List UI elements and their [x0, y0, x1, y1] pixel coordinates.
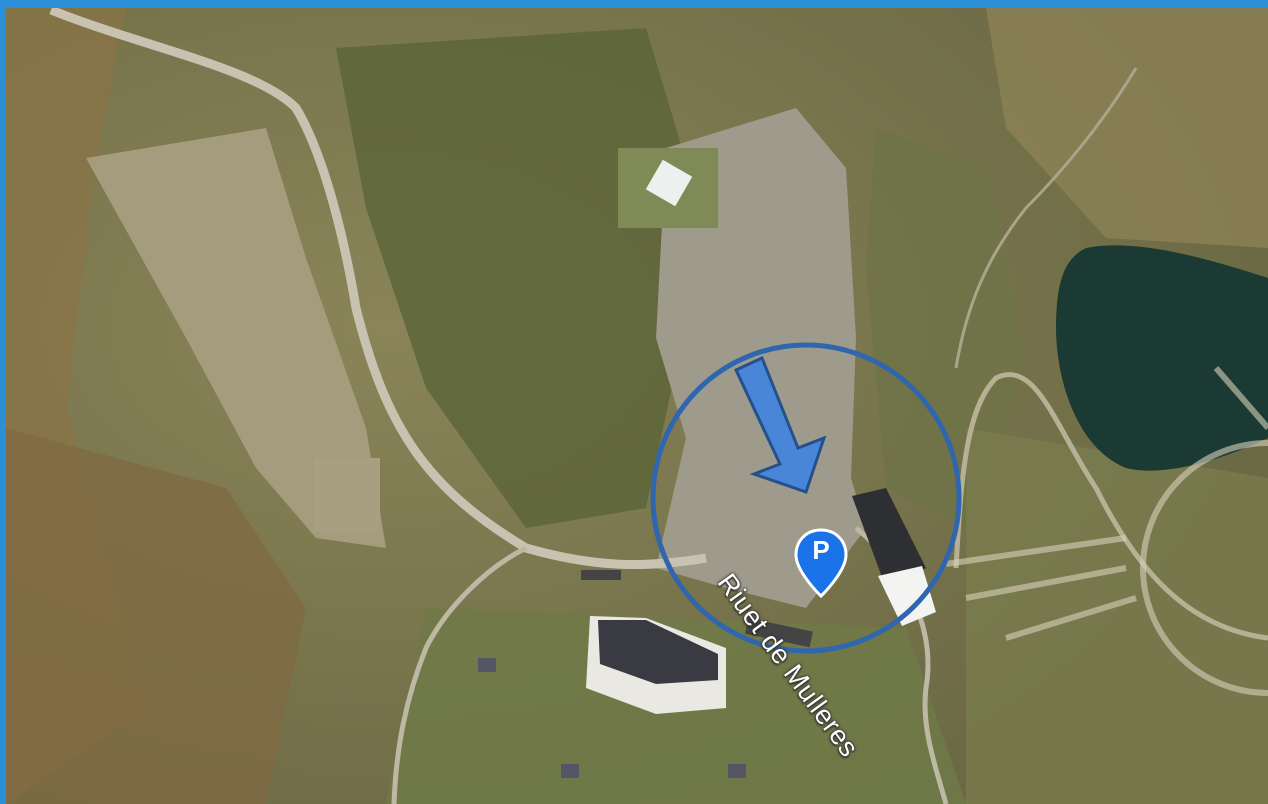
satellite-map[interactable]: P Riuet de Mulleres [6, 8, 1268, 804]
map-terrain [6, 8, 1268, 804]
parking-pin-icon[interactable]: P [793, 528, 849, 600]
parking-label: P [812, 535, 830, 565]
